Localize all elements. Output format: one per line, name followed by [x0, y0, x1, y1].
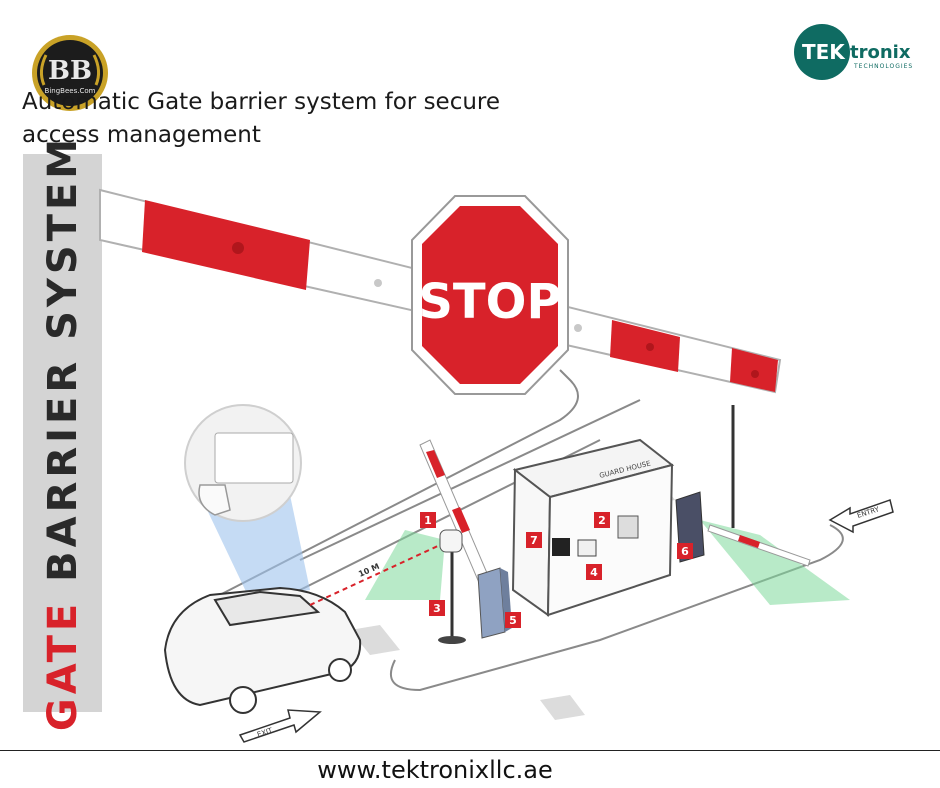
component-markers: 1 2 3 4 5 6 7 [420, 512, 693, 628]
page-title-line-1: Automatic Gate barrier system for secure [22, 89, 501, 115]
card-reader-pole [438, 529, 466, 644]
guard-house: GUARD HOUSE [511, 438, 675, 617]
svg-text:BB: BB [48, 56, 92, 86]
tektronix-tagline: TECHNOLOGIES [853, 63, 913, 70]
entry-arrow: ENTRY [828, 499, 894, 534]
marker-6: 6 [677, 543, 693, 559]
marker-7: 7 [526, 532, 542, 548]
footer-url: www.tektronixllc.ae [317, 756, 553, 784]
stop-sign: STOP [411, 195, 569, 395]
svg-text:1: 1 [424, 514, 432, 527]
svg-text:7: 7 [530, 534, 538, 547]
svg-text:TEK: TEK [802, 40, 846, 64]
marker-2: 2 [594, 512, 610, 528]
svg-text:5: 5 [509, 614, 517, 627]
marker-4: 4 [586, 564, 602, 580]
svg-text:3: 3 [433, 602, 441, 615]
side-banner: GATE BARRIER SYSTEM [23, 135, 102, 731]
svg-text:4: 4 [590, 566, 598, 579]
svg-text:2: 2 [598, 514, 606, 527]
stop-sign-text: STOP [418, 274, 561, 330]
access-card [214, 432, 294, 484]
page-title-line-2: access management [22, 122, 261, 148]
hand-icon [198, 484, 231, 516]
car [163, 586, 362, 714]
tektronix-brand: tronix [850, 42, 911, 63]
marker-1: 1 [420, 512, 436, 528]
page-title: Automatic Gate barrier system for secure… [22, 86, 622, 152]
marker-3: 3 [429, 600, 445, 616]
rfid-card-zoom [184, 404, 310, 600]
marker-5: 5 [505, 612, 521, 628]
bingbees-logo: BB BingBees.Com [32, 35, 108, 111]
footer-divider [0, 750, 940, 751]
distance-label: 10 M [357, 562, 381, 579]
svg-text:6: 6 [681, 545, 689, 558]
arm-reflector [232, 242, 244, 254]
bingbees-logo-text: BingBees.Com [45, 87, 96, 95]
tektronix-logo: TEK tronix TECHNOLOGIES [794, 24, 913, 80]
exit-arrow: EXIT [238, 709, 322, 743]
